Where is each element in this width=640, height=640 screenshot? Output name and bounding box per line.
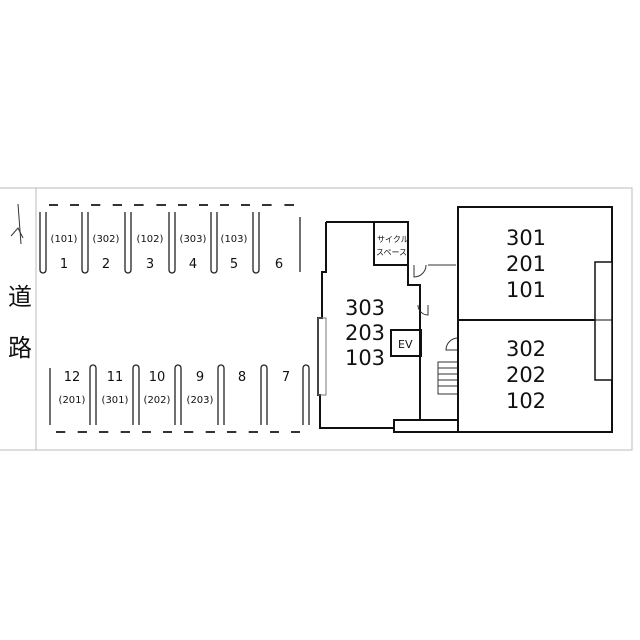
parking-space-unit: (101) [51,234,78,245]
parking-divider [217,364,225,425]
right-top-unit-2f: 201 [506,252,546,276]
parking-space-number: 4 [189,257,197,272]
parking-space-number: 11 [107,370,124,385]
parking-divider [89,364,97,425]
parking-row-bottom: 12 (201) 11 (301) 10 (202) 9 (203) 8 7 [49,364,310,433]
parking-divider [168,212,176,274]
parking-space-unit: (201) [59,395,86,406]
parking-space-number: 10 [149,370,166,385]
stairs-icon [437,361,459,395]
left-unit-2f: 203 [345,321,385,345]
parking-row-top: (101) 1 (302) 2 (102) 3 (303) 4 (103) 5 6 [39,204,301,274]
door-arc-3 [445,337,459,351]
parking-space-unit: (103) [221,234,248,245]
right-bottom-unit-3f: 302 [506,337,546,361]
parking-space-unit: (301) [102,395,129,406]
north-arrow-icon [10,203,24,245]
bicycle-space-label-1: サイクル [377,235,409,244]
door-arc-2 [417,304,429,316]
door-arc-1 [413,264,427,278]
parking-space-number: 8 [238,370,246,385]
right-bottom-unit-2f: 202 [506,363,546,387]
parking-space-number: 9 [196,370,204,385]
parking-space-unit: (203) [187,395,214,406]
parking-space-number: 2 [102,257,110,272]
parking-divider [210,212,218,274]
building-right [457,206,613,433]
parking-divider [302,364,310,425]
right-top-unit-1f: 101 [506,278,546,302]
road-label-2: 路 [8,334,32,362]
parking-space-number: 12 [64,370,81,385]
right-top-unit-3f: 301 [506,226,546,250]
parking-divider [252,212,260,274]
parking-divider [81,212,89,274]
elevator-label: EV [398,338,413,351]
parking-space-number: 7 [282,370,290,385]
road-label-1: 道 [8,283,32,311]
parking-divider [260,364,268,425]
left-unit-1f: 103 [345,346,385,370]
right-bottom-unit-1f: 102 [506,389,546,413]
elevator-box [390,329,422,357]
parking-space-unit: (202) [144,395,171,406]
parking-space-unit: (302) [93,234,120,245]
left-unit-3f: 303 [345,296,385,320]
parking-space-unit: (102) [137,234,164,245]
bicycle-space-label-2: スペース [376,248,407,257]
lot-boundary [35,187,633,451]
parking-divider [132,364,140,425]
parking-space-number: 1 [60,257,68,272]
parking-divider [124,212,132,274]
parking-divider [174,364,182,425]
parking-space-number: 3 [146,257,154,272]
parking-space-number: 5 [230,257,238,272]
parking-space-unit: (303) [180,234,207,245]
parking-divider [39,212,47,274]
parking-space-number: 6 [275,257,283,272]
